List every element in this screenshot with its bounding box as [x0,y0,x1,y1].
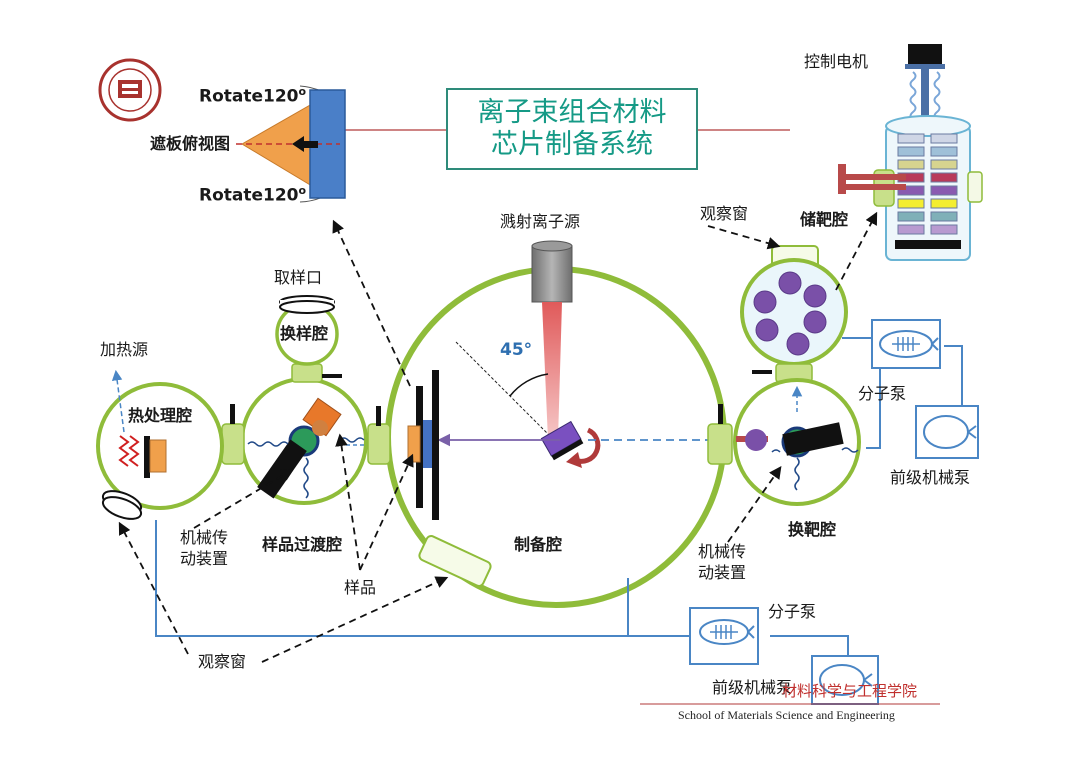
footer-school-cn: 材料科学与工程学院 [782,682,918,700]
chamber-window [418,535,492,587]
shutter-top-view-label: 遮板俯视图 [150,134,231,153]
motor-label: 控制电机 [804,52,869,71]
sputter-ion-source [531,240,573,440]
substrate-holder [540,420,601,468]
fore-pump-1-label: 前级机械泵 [890,468,971,487]
angle-label: 45° [500,340,533,360]
prep-chamber-label: 制备腔 [514,535,563,554]
title-line-2: 芯片制备系统 [491,129,653,160]
chamber-shutter [407,370,439,520]
molecular-pump-2-label: 分子泵 [768,602,817,621]
molecular-pump-1-label: 分子泵 [858,384,907,403]
heater-coil-icon [111,369,140,467]
molecular-pump-icon-2 [689,607,759,665]
heat-source-label: 加热源 [100,340,149,359]
title-line-1: 离子束组合材料 [477,96,667,128]
rotate-top-label: Rotate120o [199,85,307,107]
sputter-source-label: 溅射离子源 [500,212,581,231]
mech-drive-right-label-1: 机械传 [698,542,747,561]
mech-drive-right-label-2: 动装置 [698,563,747,582]
obs-window-bottom-label: 观察窗 [198,652,247,671]
molecular-pump-icon [871,319,941,369]
target-exchange-label: 换靶腔 [788,520,837,539]
mech-drive-left-label-1: 机械传 [180,528,229,547]
target-store-label: 储靶腔 [800,210,849,229]
vacuum-plumbing [155,337,963,656]
leader-arrows [118,211,878,663]
target-storage-chamber [838,44,983,261]
normal-line [455,341,553,439]
footer-school-en: School of Materials Science and Engineer… [678,708,895,722]
mechanical-pump-icon-2 [811,655,879,705]
heat-chamber-label: 热处理腔 [128,406,193,425]
sample-transfer-label: 样品过渡腔 [262,535,343,554]
university-logo-icon [98,58,162,122]
shutter-top-view [236,85,346,203]
rotation-arrow-icon [574,427,601,464]
system-title: 离子束组合材料 芯片制备系统 [446,88,698,170]
target-manipulator [736,422,859,491]
mech-drive-left-label-2: 动装置 [180,549,229,568]
fore-pump-2-label: 前级机械泵 [712,678,793,697]
rotate-bottom-label: Rotate120o [199,184,307,206]
obs-window-top-label: 观察窗 [700,204,749,223]
sampling-port-label: 取样口 [274,268,323,287]
mechanical-pump-icon [915,405,979,459]
sample-label: 样品 [344,578,377,597]
sample-exchange-label: 换样腔 [280,324,329,343]
